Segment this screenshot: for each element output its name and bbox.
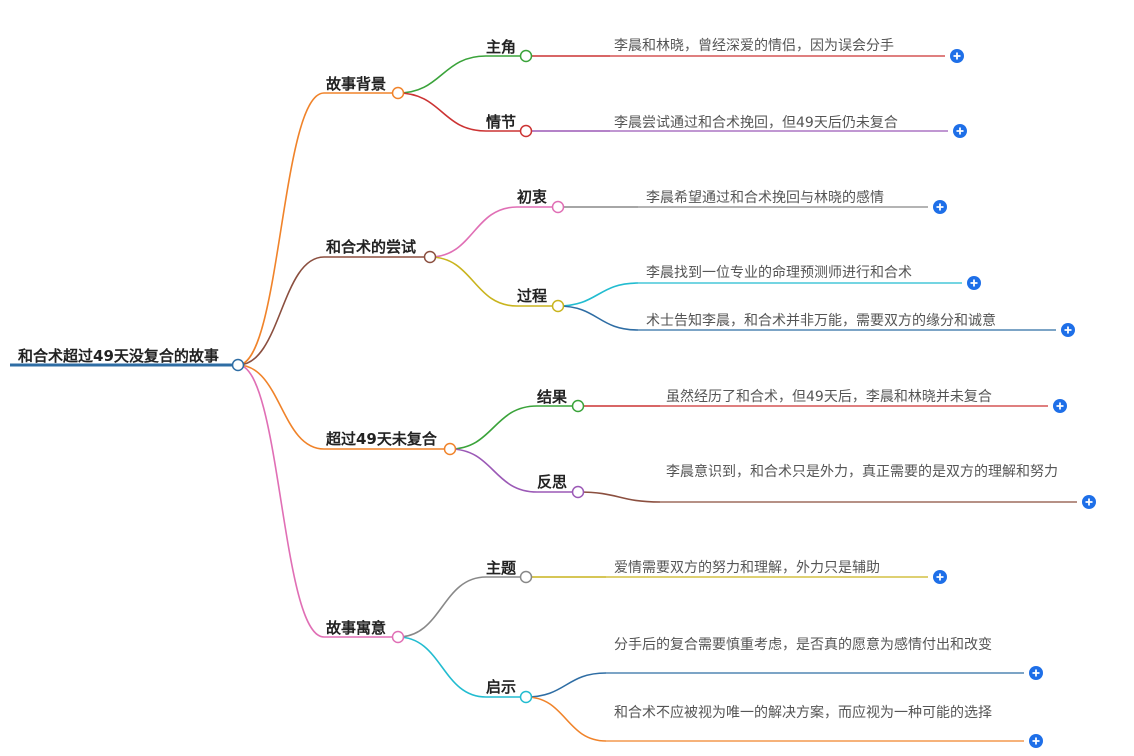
child-topic: 启示: [486, 678, 517, 696]
branch-connector: [237, 364, 325, 638]
child-connector: [397, 636, 487, 698]
branch-topic: 故事背景: [326, 75, 387, 93]
leaf-text: 术士告知李晨，和合术并非万能，需要双方的缘分和诚意: [646, 313, 996, 329]
child-topic: 主题: [486, 559, 517, 577]
child-topic: 初衷: [517, 188, 548, 206]
branch-connector: [237, 92, 325, 366]
child-node-toggle[interactable]: [551, 200, 565, 214]
branch-topic: 故事寓意: [326, 619, 387, 637]
expand-plus-circle-icon[interactable]: [950, 49, 964, 63]
branch-connector: [237, 364, 325, 450]
expand-plus-circle-icon[interactable]: [933, 200, 947, 214]
child-connector: [397, 55, 487, 94]
branch-node-toggle[interactable]: [391, 630, 405, 644]
leaf-connector: [577, 491, 661, 503]
branch-topic: 和合术的尝试: [326, 238, 417, 256]
child-node-toggle[interactable]: [551, 299, 565, 313]
leaf-text: 分手后的复合需要慎重考虑，是否真的愿意为感情付出和改变: [614, 637, 992, 653]
child-node-toggle[interactable]: [519, 690, 533, 704]
child-topic: 主角: [486, 38, 517, 56]
leaf-connector: [557, 305, 639, 331]
child-connector: [429, 206, 518, 258]
branch-node-toggle[interactable]: [391, 86, 405, 100]
child-connector: [397, 92, 487, 132]
expand-plus-circle-icon[interactable]: [1029, 666, 1043, 680]
root-node-toggle[interactable]: [231, 358, 245, 372]
leaf-text: 李晨找到一位专业的命理预测师进行和合术: [646, 265, 912, 281]
child-connector: [397, 576, 487, 638]
expand-plus-circle-icon[interactable]: [953, 124, 967, 138]
expand-plus-circle-icon[interactable]: [933, 570, 947, 584]
child-topic: 过程: [517, 287, 548, 305]
child-node-toggle[interactable]: [519, 124, 533, 138]
expand-plus-circle-icon[interactable]: [1053, 399, 1067, 413]
child-topic: 反思: [537, 473, 568, 491]
leaf-connector: [525, 696, 607, 742]
leaf-text: 虽然经历了和合术，但49天后，李晨和林晓并未复合: [666, 389, 992, 405]
child-topic: 结果: [537, 388, 568, 406]
expand-plus-circle-icon[interactable]: [1082, 495, 1096, 509]
child-connector: [449, 405, 538, 450]
leaf-connector: [557, 282, 639, 307]
leaf-text: 爱情需要双方的努力和理解，外力只是辅助: [614, 560, 880, 576]
child-node-toggle[interactable]: [519, 49, 533, 63]
branch-node-toggle[interactable]: [423, 250, 437, 264]
branch-topic: 超过49天未复合: [326, 430, 437, 448]
child-node-toggle[interactable]: [571, 485, 585, 499]
child-topic: 情节: [486, 113, 517, 131]
root-topic: 和合术超过49天没复合的故事: [18, 347, 219, 365]
expand-plus-circle-icon[interactable]: [1029, 734, 1043, 748]
branch-connector: [237, 256, 325, 366]
leaf-text: 李晨和林晓，曾经深爱的情侣，因为误会分手: [614, 38, 894, 54]
leaf-text: 和合术不应被视为唯一的解决方案，而应视为一种可能的选择: [614, 705, 992, 721]
expand-plus-circle-icon[interactable]: [1061, 323, 1075, 337]
branch-node-toggle[interactable]: [443, 442, 457, 456]
leaf-text: 李晨意识到，和合术只是外力，真正需要的是双方的理解和努力: [666, 464, 1058, 480]
expand-plus-circle-icon[interactable]: [967, 276, 981, 290]
child-connector: [429, 256, 518, 307]
leaf-text: 李晨尝试通过和合术挽回，但49天后仍未复合: [614, 115, 898, 131]
child-connector: [449, 448, 538, 493]
child-node-toggle[interactable]: [571, 399, 585, 413]
leaf-text: 李晨希望通过和合术挽回与林晓的感情: [646, 190, 884, 206]
child-node-toggle[interactable]: [519, 570, 533, 584]
leaf-connector: [525, 672, 607, 698]
